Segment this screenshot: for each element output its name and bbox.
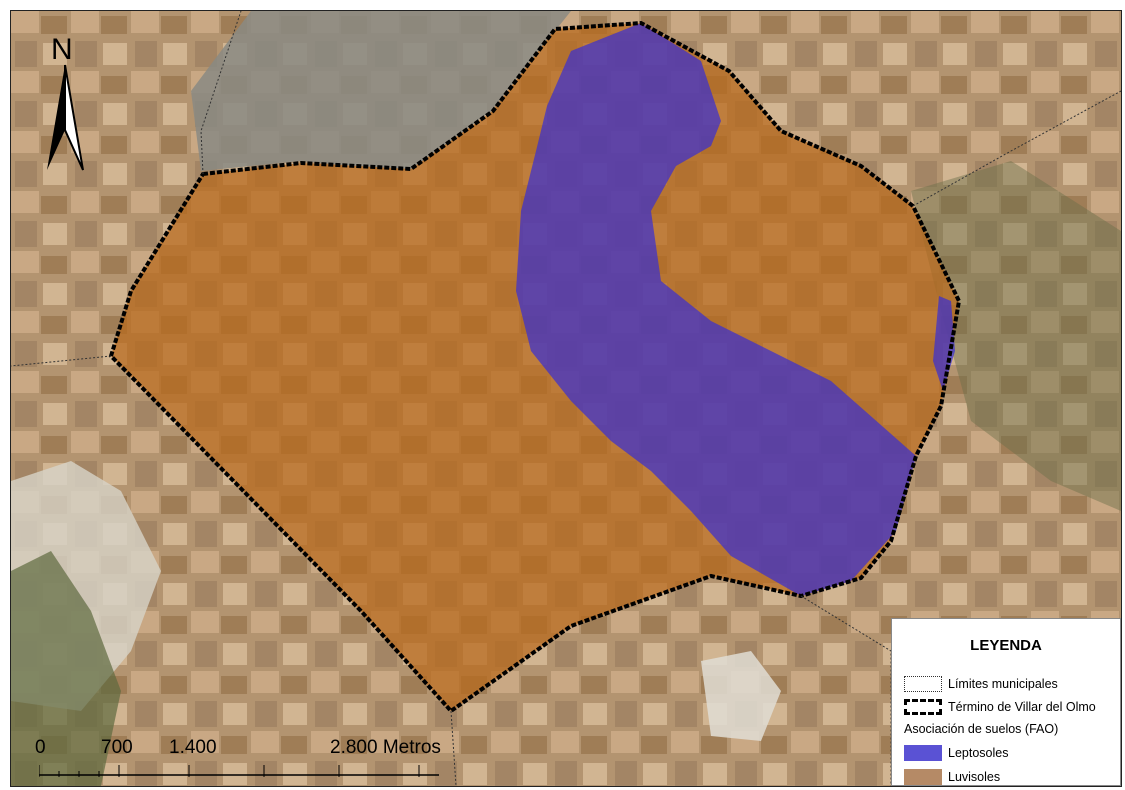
- scale-ruler: [39, 765, 439, 777]
- municipal-limit-line: [450, 710, 457, 786]
- dotted-outline-icon: [904, 676, 942, 692]
- map-frame: N 0 700 1.400 2.800 Metros LEYENDA Límit…: [10, 10, 1122, 787]
- leptosoles-swatch: [904, 745, 942, 761]
- luvisoles-swatch: [904, 769, 942, 785]
- eastern-vegetation: [911, 161, 1121, 511]
- scale-label-1400: 1.400: [169, 737, 217, 758]
- urban-area: [191, 11, 571, 171]
- north-arrow-icon: [47, 64, 84, 171]
- scale-bar: 0 700 1.400 2.800 Metros: [25, 737, 465, 786]
- legend-label: Luvisoles: [948, 770, 1001, 784]
- legend-label: Término de Villar del Olmo: [948, 700, 1096, 714]
- quarry-area-south: [701, 651, 781, 741]
- scale-label-700: 700: [101, 737, 133, 758]
- municipal-limit-line: [912, 90, 1121, 207]
- legend-subtitle: Asociación de suelos (FAO): [904, 722, 1059, 736]
- legend-panel: LEYENDA Límites municipales Término de V…: [891, 618, 1121, 786]
- north-label: N: [51, 33, 73, 66]
- legend-label: Leptosoles: [948, 746, 1009, 760]
- villar-del-olmo-boundary: [108, 20, 962, 714]
- scale-label-2800: 2.800 Metros: [330, 737, 441, 758]
- dashed-outline-icon: [904, 699, 942, 715]
- legend-label: Límites municipales: [948, 677, 1058, 691]
- municipal-limit-line: [11, 355, 112, 367]
- map-canvas[interactable]: [11, 11, 1121, 786]
- ravine-vegetation: [11, 551, 121, 786]
- legend-title: LEYENDA: [970, 637, 1042, 654]
- scale-label-0: 0: [35, 737, 46, 758]
- leptosoles-area[interactable]: [516, 23, 916, 596]
